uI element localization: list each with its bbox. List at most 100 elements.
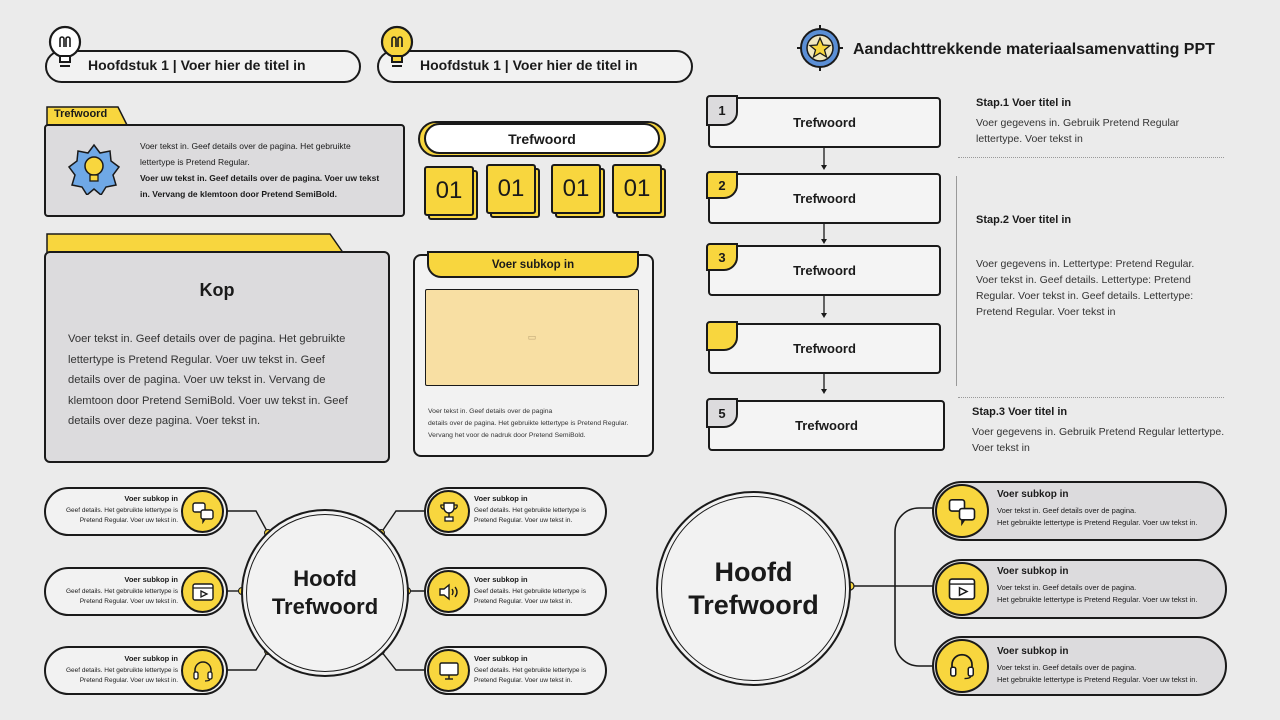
chat-icon xyxy=(181,490,224,533)
star-target-icon xyxy=(797,25,843,71)
number-tile: 01 xyxy=(424,166,478,220)
flow-box-3: Trefwoord xyxy=(708,245,941,296)
node-title: Voer subkop in xyxy=(124,575,178,584)
mindmap-right-center xyxy=(656,491,851,686)
step-title: Stap.2 Voer titel in xyxy=(976,214,1072,226)
node-line: Voer tekst in. Geef details over de pagi… xyxy=(997,663,1137,672)
node-line: Pretend Regular. Voer uw tekst in. xyxy=(79,677,178,685)
node-line: Pretend Regular. Voer uw tekst in. xyxy=(79,517,178,525)
flow-connectors xyxy=(821,147,827,394)
step-side-line xyxy=(956,176,957,386)
image-line: details over de pagina. Het gebruikte le… xyxy=(428,420,629,427)
step-line: Voer tekst in. Geef details. Lettertype:… xyxy=(976,274,1191,286)
keyword-pill: Trefwoord xyxy=(424,123,660,154)
flow-box-1: Trefwoord xyxy=(708,97,941,148)
chapter-pill-1 xyxy=(45,50,361,83)
image-placeholder[interactable]: ▭ xyxy=(425,289,639,386)
chat-icon xyxy=(935,484,989,538)
number-value: 01 xyxy=(424,166,474,216)
node-line: Voer tekst in. Geef details over de pagi… xyxy=(997,583,1137,592)
headset-icon xyxy=(935,639,989,693)
info-line-bold: Voer uw tekst in. Geef details over de p… xyxy=(140,173,380,183)
mind-node-text: Voer subkop in Voer tekst in. Geef detai… xyxy=(997,646,1222,686)
flow-box-2: Trefwoord xyxy=(708,173,941,224)
center-line: Hoofd xyxy=(293,566,357,591)
video-icon xyxy=(181,570,224,613)
step-title: Stap.3 Voer titel in xyxy=(972,406,1068,418)
step-2: Stap.2 Voer titel in Voer gegevens in. L… xyxy=(976,214,1236,320)
step-line: Regular. Voer tekst in. Geef details. Le… xyxy=(976,290,1194,302)
flow-label: Trefwoord xyxy=(793,341,856,356)
node-title: Voer subkop in xyxy=(474,654,528,663)
headset-icon xyxy=(181,649,224,692)
number-value: 01 xyxy=(612,164,662,214)
flow-label: Trefwoord xyxy=(793,263,856,278)
step-line: Voer tekst in xyxy=(972,442,1030,454)
flow-num-5: 5 xyxy=(706,398,738,428)
flow-label: Trefwoord xyxy=(795,418,858,433)
folder-tab xyxy=(46,233,346,255)
folder-heading: Kop xyxy=(199,280,235,300)
step-title: Stap.1 Voer titel in xyxy=(976,97,1072,109)
mind-node-text: Voer subkop in Voer tekst in. Geef detai… xyxy=(997,566,1222,606)
bulb-icon xyxy=(379,25,415,75)
node-line: Het gebruikte lettertype is Pretend Regu… xyxy=(997,595,1198,604)
number-tile: 01 xyxy=(551,164,605,218)
flow-num-label: 5 xyxy=(718,405,726,421)
folder-line: details over de pagina. Voer uw tekst in… xyxy=(68,374,326,386)
node-line: Het gebruikte lettertype is Pretend Regu… xyxy=(997,675,1198,684)
node-line: Geef details. Het gebruikte lettertype i… xyxy=(65,588,178,595)
node-line: Pretend Regular. Voer uw tekst in. xyxy=(474,598,573,606)
mind-node-text: Voer subkop in Geef details. Het gebruik… xyxy=(474,575,602,607)
mind-node-text: Voer subkop in Geef details. Het gebruik… xyxy=(474,654,602,686)
number-value: 01 xyxy=(551,164,601,214)
flow-num-2: 2 xyxy=(706,171,738,199)
image-card-subhead: Voer subkop in xyxy=(427,251,639,278)
image-line: Vervang het voor de nadruk door Pretend … xyxy=(428,432,586,439)
chapter-title-1: Hoofdstuk 1 | Voer hier de titel in xyxy=(88,57,306,73)
info-card-tab-label: Trefwoord xyxy=(54,108,108,120)
monitor-icon xyxy=(427,649,470,692)
node-line: Pretend Regular. Voer uw tekst in. xyxy=(79,598,178,606)
folder-line: klemtoon door Pretend SemiBold. Voer uw … xyxy=(68,394,348,407)
idea-badge-icon xyxy=(68,143,120,195)
mind-node-text: Voer subkop in Geef details. Het gebruik… xyxy=(52,654,178,686)
image-card-text: Voer tekst in. Geef details over de pagi… xyxy=(428,406,650,442)
folder-card xyxy=(44,251,390,463)
node-title: Voer subkop in xyxy=(474,575,528,584)
folder-line: details over deze pagina. Voer tekst in. xyxy=(68,415,261,427)
mind-node-text: Voer subkop in Voer tekst in. Geef detai… xyxy=(997,489,1222,529)
node-line: Geef details. Het gebruikte lettertype i… xyxy=(474,667,587,674)
chapter-pill-2 xyxy=(377,50,693,83)
node-title: Voer subkop in xyxy=(997,646,1069,657)
number-tile: 01 xyxy=(486,164,540,218)
info-line: Voer tekst in. Geef details over de pagi… xyxy=(140,141,351,151)
step-divider xyxy=(958,157,1224,158)
node-title: Voer subkop in xyxy=(474,494,528,503)
number-value: 01 xyxy=(486,164,536,214)
image-line: Voer tekst in. Geef details over de pagi… xyxy=(428,408,553,415)
info-card-text: Voer tekst in. Geef details over de pagi… xyxy=(140,138,400,202)
mind-node-text: Voer subkop in Geef details. Het gebruik… xyxy=(474,494,602,526)
flow-box-4: Trefwoord xyxy=(708,323,941,374)
mindmap-left-center xyxy=(241,509,409,677)
step-line: Voer gegevens in. Lettertype: Pretend Re… xyxy=(976,258,1195,270)
center-line: Hoofd xyxy=(714,557,793,587)
node-title: Voer subkop in xyxy=(997,489,1069,500)
step-line: Pretend Regular. Voer tekst in xyxy=(976,306,1116,318)
node-line: Pretend Regular. Voer uw tekst in. xyxy=(474,677,573,685)
flow-num-label: 3 xyxy=(718,249,726,265)
image-icon: ▭ xyxy=(527,332,537,342)
page-title: Aandachttrekkende materiaalsamenvatting … xyxy=(853,41,1215,58)
bulb-icon xyxy=(47,25,83,75)
info-card-tab xyxy=(46,106,128,126)
subhead-label: Voer subkop in xyxy=(491,258,575,271)
node-line: Geef details. Het gebruikte lettertype i… xyxy=(65,507,178,514)
flow-num-3: 3 xyxy=(706,243,738,271)
flow-num-4 xyxy=(706,321,738,351)
center-line: Trefwoord xyxy=(271,594,379,619)
node-line: Geef details. Het gebruikte lettertype i… xyxy=(474,588,587,595)
folder-line: Voer tekst in. Geef details over de pagi… xyxy=(68,333,346,345)
folder-line: lettertype is Pretend Regular. Voer uw t… xyxy=(68,353,325,366)
keyword-label: Trefwoord xyxy=(508,130,576,147)
